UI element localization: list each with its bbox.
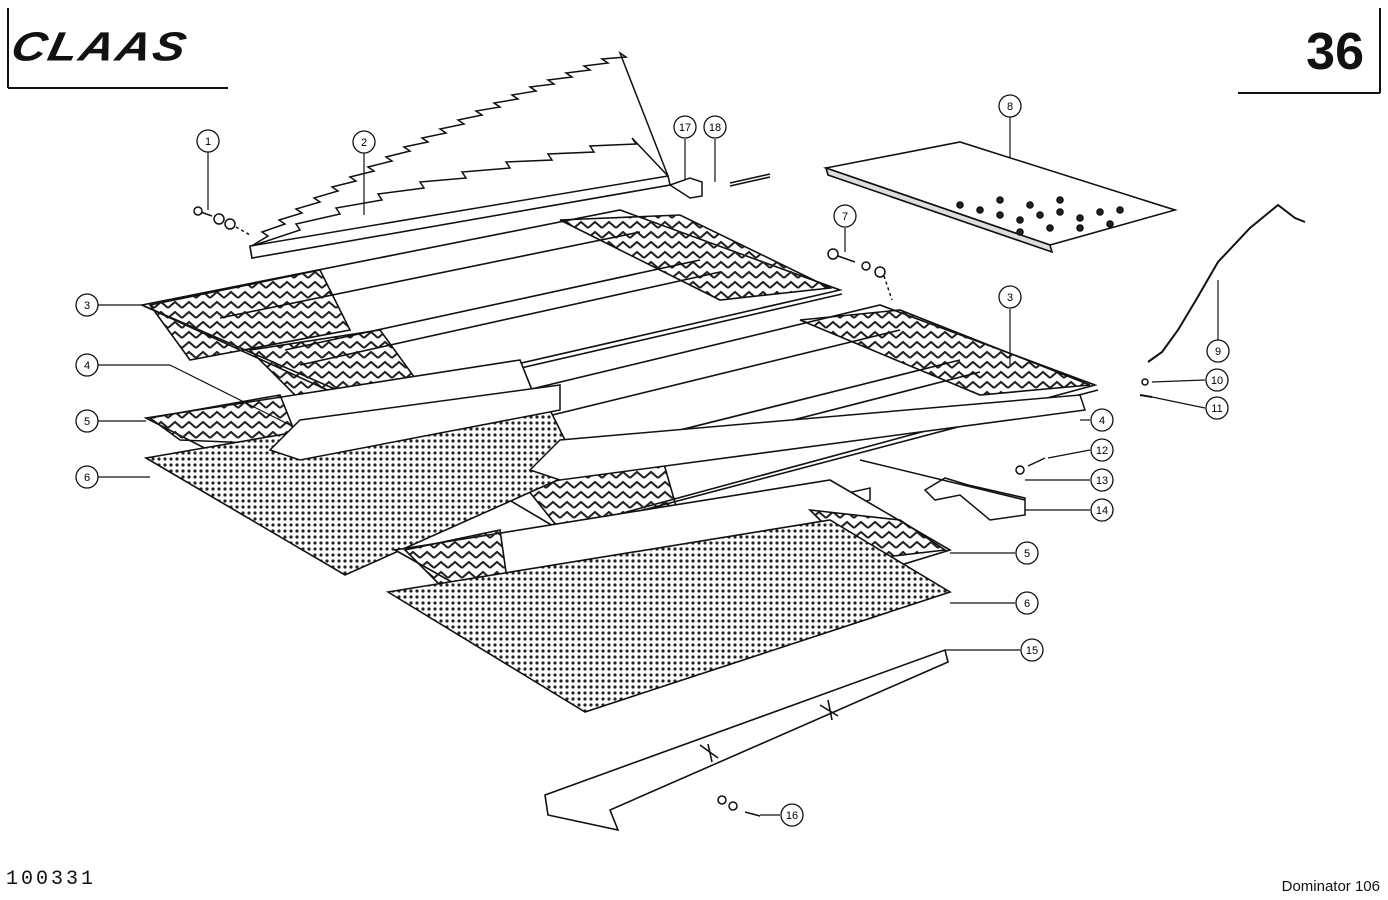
svg-text:4: 4 [84,360,90,372]
rod-pin [1139,394,1153,398]
svg-text:2: 2 [361,137,367,149]
linkage-rod [1147,203,1306,363]
svg-text:6: 6 [84,472,90,484]
callout-3-left: 3 [75,293,99,317]
svg-text:1: 1 [205,136,211,148]
svg-text:11: 11 [1211,403,1222,415]
serrated-strip [249,51,671,259]
svg-text:5: 5 [84,416,90,428]
callout-14: 14 [1090,498,1114,522]
svg-text:3: 3 [1007,292,1013,304]
serrated-strip-teeth [251,137,669,247]
cover-plate [822,141,1178,254]
svg-text:5: 5 [1024,548,1030,560]
svg-text:7: 7 [842,211,848,223]
callout-18: 18 [703,115,727,139]
callout-16: 16 [780,803,804,827]
bolt-assembly-7 [827,248,893,301]
callout-11: 11 [1205,396,1229,420]
bolt-assembly-16 [717,795,761,817]
callout-6-right: 6 [1015,591,1039,615]
svg-text:10: 10 [1211,375,1223,387]
callout-5-left: 5 [75,409,99,433]
svg-text:8: 8 [1007,101,1013,113]
svg-text:16: 16 [786,810,798,822]
svg-text:18: 18 [709,122,721,134]
page-number: 36 [1306,23,1364,81]
callout-2: 2 [352,130,376,154]
svg-text:3: 3 [84,300,90,312]
leader-lines [98,117,1219,816]
svg-text:4: 4 [1099,415,1105,427]
svg-text:14: 14 [1096,505,1108,517]
callout-13: 13 [1090,468,1114,492]
callout-17: 17 [673,115,697,139]
callout-5-right: 5 [1015,541,1039,565]
svg-text:12: 12 [1096,445,1108,457]
callout-10: 10 [1205,368,1229,392]
svg-text:17: 17 [679,122,691,134]
callout-4-left: 4 [75,353,99,377]
callout-4-right: 4 [1090,408,1114,432]
callout-3-right: 3 [998,285,1022,309]
callout-9: 9 [1206,339,1230,363]
lower-sieve-right [385,479,952,713]
machine-model: Dominator 106 [1281,878,1380,895]
rod-washer [1141,378,1149,386]
svg-text:6: 6 [1024,598,1030,610]
callout-8: 8 [998,94,1022,118]
bolt-assembly-1 [193,206,251,236]
header-rules [7,8,1381,94]
clip-and-pin [668,173,771,199]
callout-7: 7 [833,204,857,228]
document-number: 100331 [6,868,97,891]
bracket-assembly [859,457,1046,521]
callout-12: 12 [1090,438,1114,462]
svg-text:13: 13 [1096,475,1108,487]
callout-markers: 1 2 3 3 4 4 5 5 6 6 7 8 9 10 11 12 13 14… [75,94,1230,827]
callout-6-left: 6 [75,465,99,489]
svg-text:9: 9 [1215,346,1221,358]
svg-text:15: 15 [1026,645,1038,657]
callout-1: 1 [196,129,220,153]
callout-15: 15 [1020,638,1044,662]
